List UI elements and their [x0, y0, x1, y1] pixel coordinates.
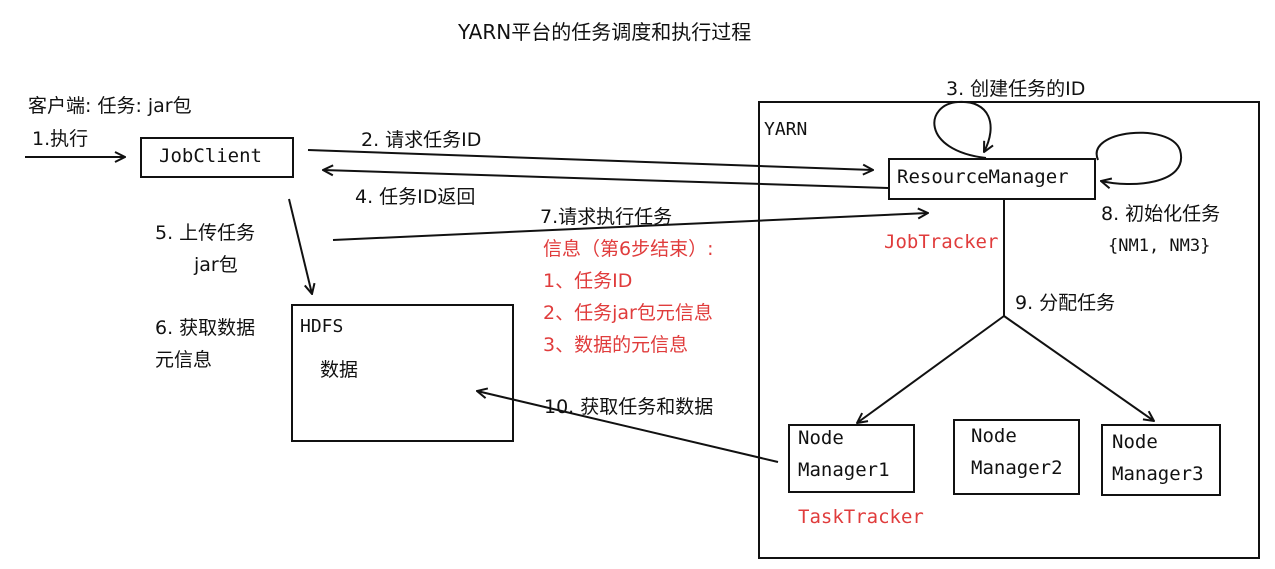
- hdfs-label: HDFS: [300, 316, 344, 337]
- arrow-step2-request-id: [307, 149, 873, 170]
- arrow-assign-nm1: [857, 315, 1005, 423]
- yarn-label: YARN: [764, 119, 808, 140]
- resource-manager-box: [888, 158, 1096, 200]
- node-manager-3-line2: Manager3: [1112, 463, 1204, 485]
- arrow-step5-upload-jar: [288, 198, 312, 294]
- step7-info-item-3: 3、数据的元信息: [543, 334, 689, 356]
- node-manager-2-box: [953, 419, 1080, 495]
- yarn-container: [758, 101, 1260, 559]
- tasktracker-label: TaskTracker: [798, 506, 924, 528]
- node-manager-3-box: [1101, 424, 1221, 496]
- step2-label: 2. 请求任务ID: [361, 129, 482, 151]
- node-manager-1-box: [788, 424, 915, 493]
- step1-label: 1.执行: [32, 128, 89, 150]
- hdfs-box: [291, 304, 514, 442]
- node-manager-1-line2: Manager1: [798, 459, 890, 481]
- step7-info-header: 信息（第6步结束）:: [543, 238, 714, 260]
- node-manager-2-line1: Node: [971, 425, 1017, 447]
- step7-label: 7.请求执行任务: [540, 206, 673, 228]
- step5-label-cont: jar包: [194, 254, 238, 276]
- diagram-title: YARN平台的任务调度和执行过程: [458, 20, 752, 44]
- node-manager-3-line1: Node: [1112, 431, 1158, 453]
- arrow-step10-fetch-data: [477, 391, 779, 463]
- self-loop-step8-init-task: [1095, 131, 1183, 184]
- step8-label: 8. 初始化任务: [1101, 203, 1221, 225]
- arrow-assign-nm3: [1003, 315, 1154, 421]
- arrow-step4-id-return: [323, 170, 889, 189]
- client-caption: 客户端: 任务: jar包: [28, 95, 192, 117]
- step4-label: 4. 任务ID返回: [355, 186, 476, 208]
- jobclient-box: [140, 137, 294, 178]
- jobtracker-label: JobTracker: [884, 231, 999, 253]
- node-manager-2-line2: Manager2: [971, 457, 1063, 479]
- resource-manager-label: ResourceManager: [897, 166, 1069, 188]
- step6-label-cont: 元信息: [155, 349, 213, 371]
- node-manager-1-line1: Node: [798, 427, 844, 449]
- step7-info-item-2: 2、任务jar包元信息: [543, 302, 713, 324]
- step6-label: 6. 获取数据: [155, 317, 256, 339]
- step7-info-item-1: 1、任务ID: [543, 270, 633, 292]
- hdfs-content: 数据: [320, 359, 359, 381]
- step9-label: 9. 分配任务: [1015, 292, 1116, 314]
- step10-label: 10. 获取任务和数据: [544, 396, 714, 418]
- jobclient-label: JobClient: [159, 145, 262, 167]
- step3-label: 3. 创建任务的ID: [946, 78, 1086, 100]
- arrow-step7-submit-job: [332, 213, 928, 241]
- step5-label: 5. 上传任务: [155, 222, 256, 244]
- step8-node-list: {NM1, NM3}: [1108, 236, 1211, 256]
